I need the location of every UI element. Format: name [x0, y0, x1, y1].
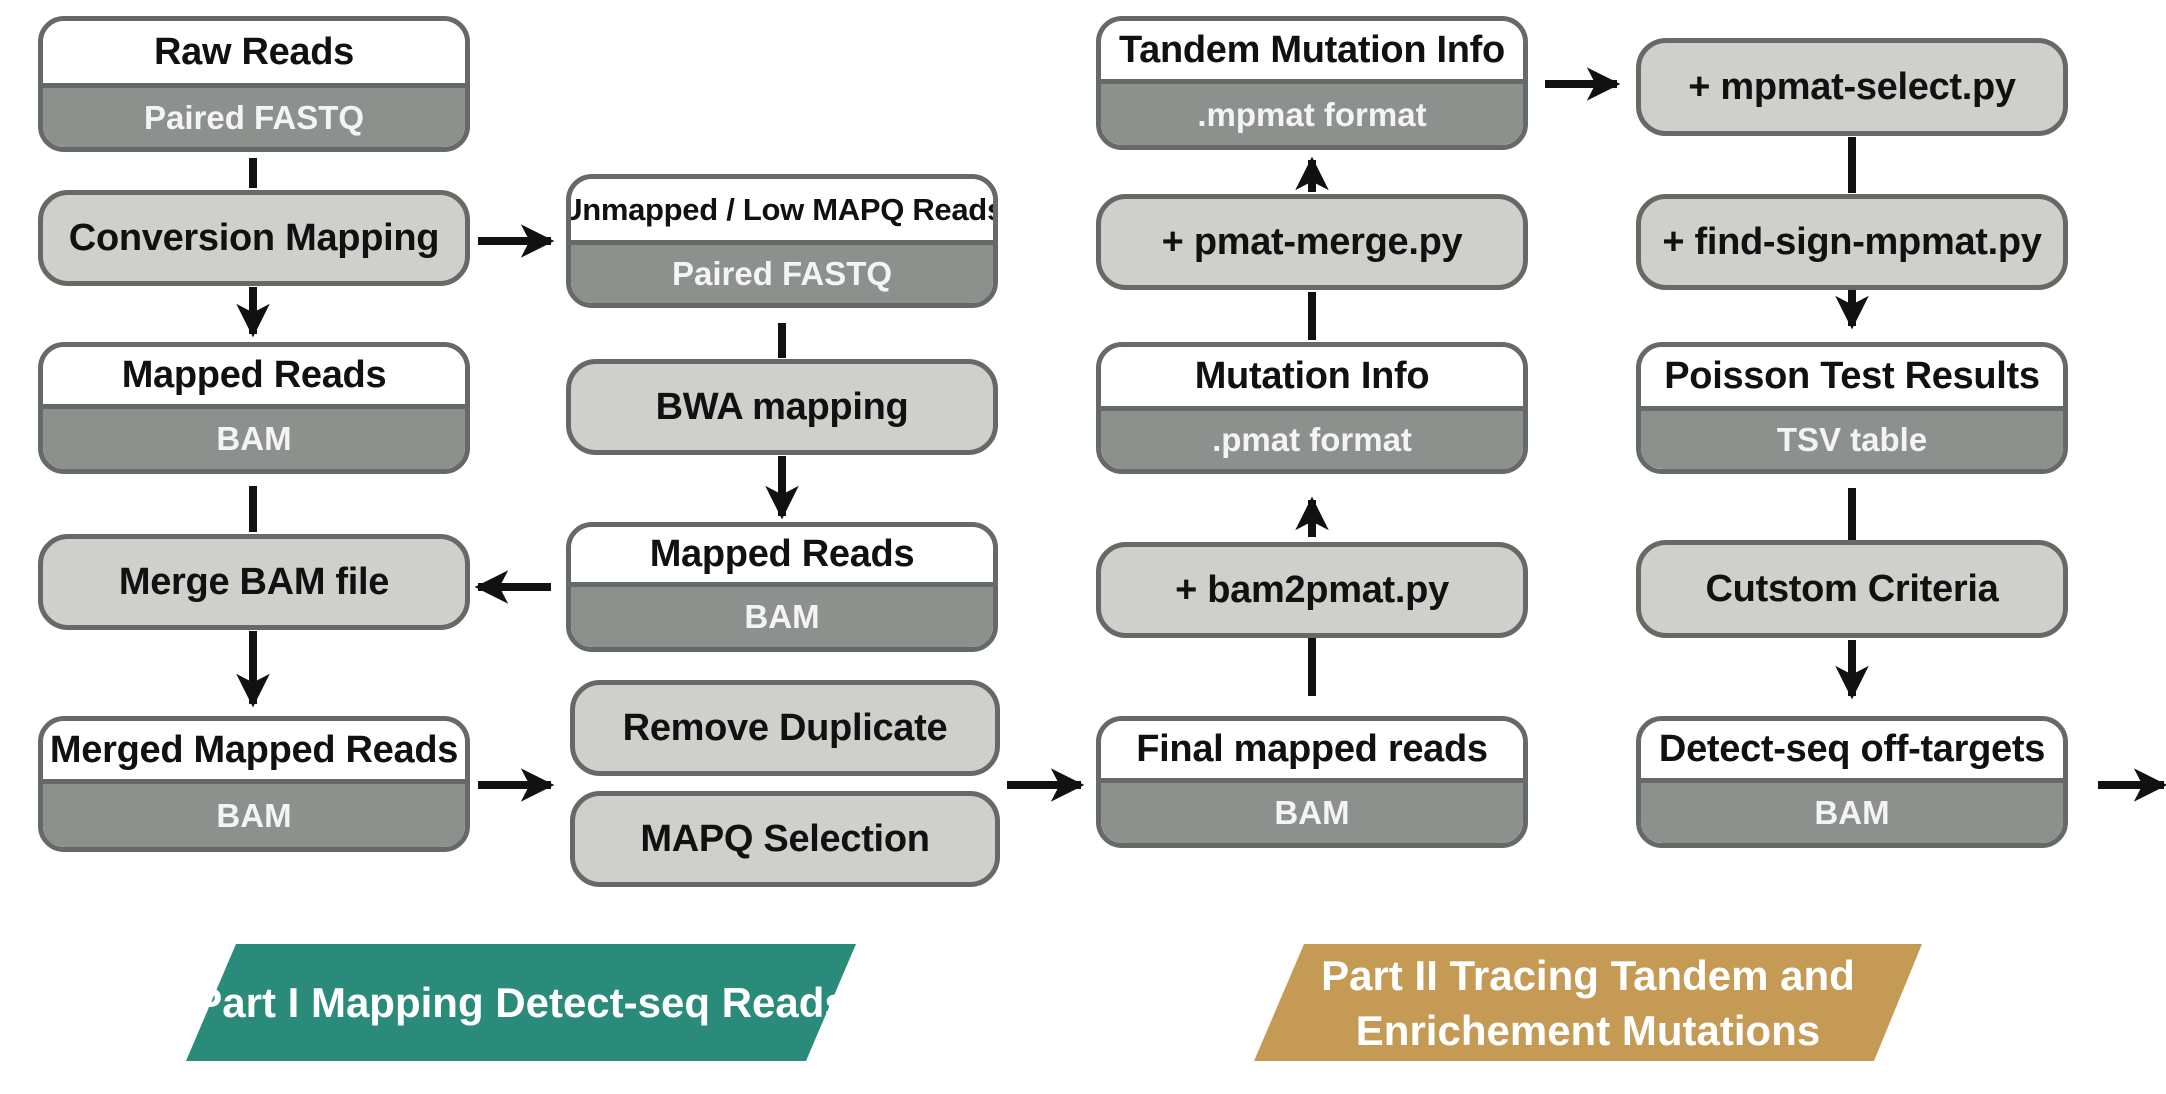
- mapped-reads-title: Mapped Reads: [43, 347, 465, 404]
- conversion-mapping-step: Conversion Mapping: [38, 190, 470, 286]
- custom-criteria-step: Cutstom Criteria: [1636, 540, 2068, 638]
- remove-duplicate-step: Remove Duplicate: [570, 680, 1000, 776]
- unmapped-reads-title: Unmapped / Low MAPQ Reads: [571, 179, 993, 240]
- tandem-mutation-info-title: Tandem Mutation Info: [1101, 21, 1523, 79]
- detect-seq-offtargets-title: Detect-seq off-targets: [1641, 721, 2063, 778]
- merged-mapped-reads-box: Merged Mapped Reads BAM: [38, 716, 470, 852]
- mapped-reads-2-box: Mapped Reads BAM: [566, 522, 998, 652]
- mapped-reads-2-title: Mapped Reads: [571, 527, 993, 582]
- merged-mapped-reads-title: Merged Mapped Reads: [43, 721, 465, 779]
- find-sign-mpmat-step: + find-sign-mpmat.py: [1636, 194, 2068, 290]
- mutation-info-box: Mutation Info .pmat format: [1096, 342, 1528, 474]
- final-mapped-reads-format: BAM: [1101, 778, 1523, 843]
- raw-reads-format: Paired FASTQ: [43, 83, 465, 147]
- detect-seq-offtargets-box: Detect-seq off-targets BAM: [1636, 716, 2068, 848]
- merged-mapped-reads-format: BAM: [43, 779, 465, 847]
- pmat-merge-step: + pmat-merge.py: [1096, 194, 1528, 290]
- detect-seq-offtargets-format: BAM: [1641, 778, 2063, 843]
- part2-banner: Part II Tracing Tandem and Enrichement M…: [1254, 944, 1922, 1061]
- unmapped-reads-format: Paired FASTQ: [571, 240, 993, 303]
- poisson-results-title: Poisson Test Results: [1641, 347, 2063, 406]
- tandem-mutation-info-box: Tandem Mutation Info .mpmat format: [1096, 16, 1528, 150]
- mutation-info-title: Mutation Info: [1101, 347, 1523, 406]
- bwa-mapping-step: BWA mapping: [566, 359, 998, 455]
- mapq-selection-step: MAPQ Selection: [570, 791, 1000, 887]
- mapped-reads-box: Mapped Reads BAM: [38, 342, 470, 474]
- bam2pmat-step: + bam2pmat.py: [1096, 542, 1528, 638]
- raw-reads-box: Raw Reads Paired FASTQ: [38, 16, 470, 152]
- unmapped-reads-box: Unmapped / Low MAPQ Reads Paired FASTQ: [566, 174, 998, 308]
- raw-reads-title: Raw Reads: [43, 21, 465, 83]
- mpmat-select-step: + mpmat-select.py: [1636, 38, 2068, 136]
- poisson-results-format: TSV table: [1641, 406, 2063, 469]
- part2-banner-shape: [1254, 944, 1922, 1061]
- merge-bam-step: Merge BAM file: [38, 534, 470, 630]
- tandem-mutation-info-format: .mpmat format: [1101, 79, 1523, 145]
- poisson-results-box: Poisson Test Results TSV table: [1636, 342, 2068, 474]
- part1-banner-shape: [186, 944, 856, 1061]
- final-mapped-reads-box: Final mapped reads BAM: [1096, 716, 1528, 848]
- part1-banner-text: Part I Mapping Detect-seq Reads: [194, 979, 848, 1026]
- part2-banner-line2: Enrichement Mutations: [1355, 1006, 1821, 1054]
- mutation-info-format: .pmat format: [1101, 406, 1523, 469]
- final-mapped-reads-title: Final mapped reads: [1101, 721, 1523, 778]
- part1-banner: Part I Mapping Detect-seq Reads: [186, 944, 856, 1061]
- part2-banner-line1: Part II Tracing Tandem and: [1321, 951, 1855, 999]
- mapped-reads-2-format: BAM: [571, 582, 993, 647]
- mapped-reads-format: BAM: [43, 404, 465, 469]
